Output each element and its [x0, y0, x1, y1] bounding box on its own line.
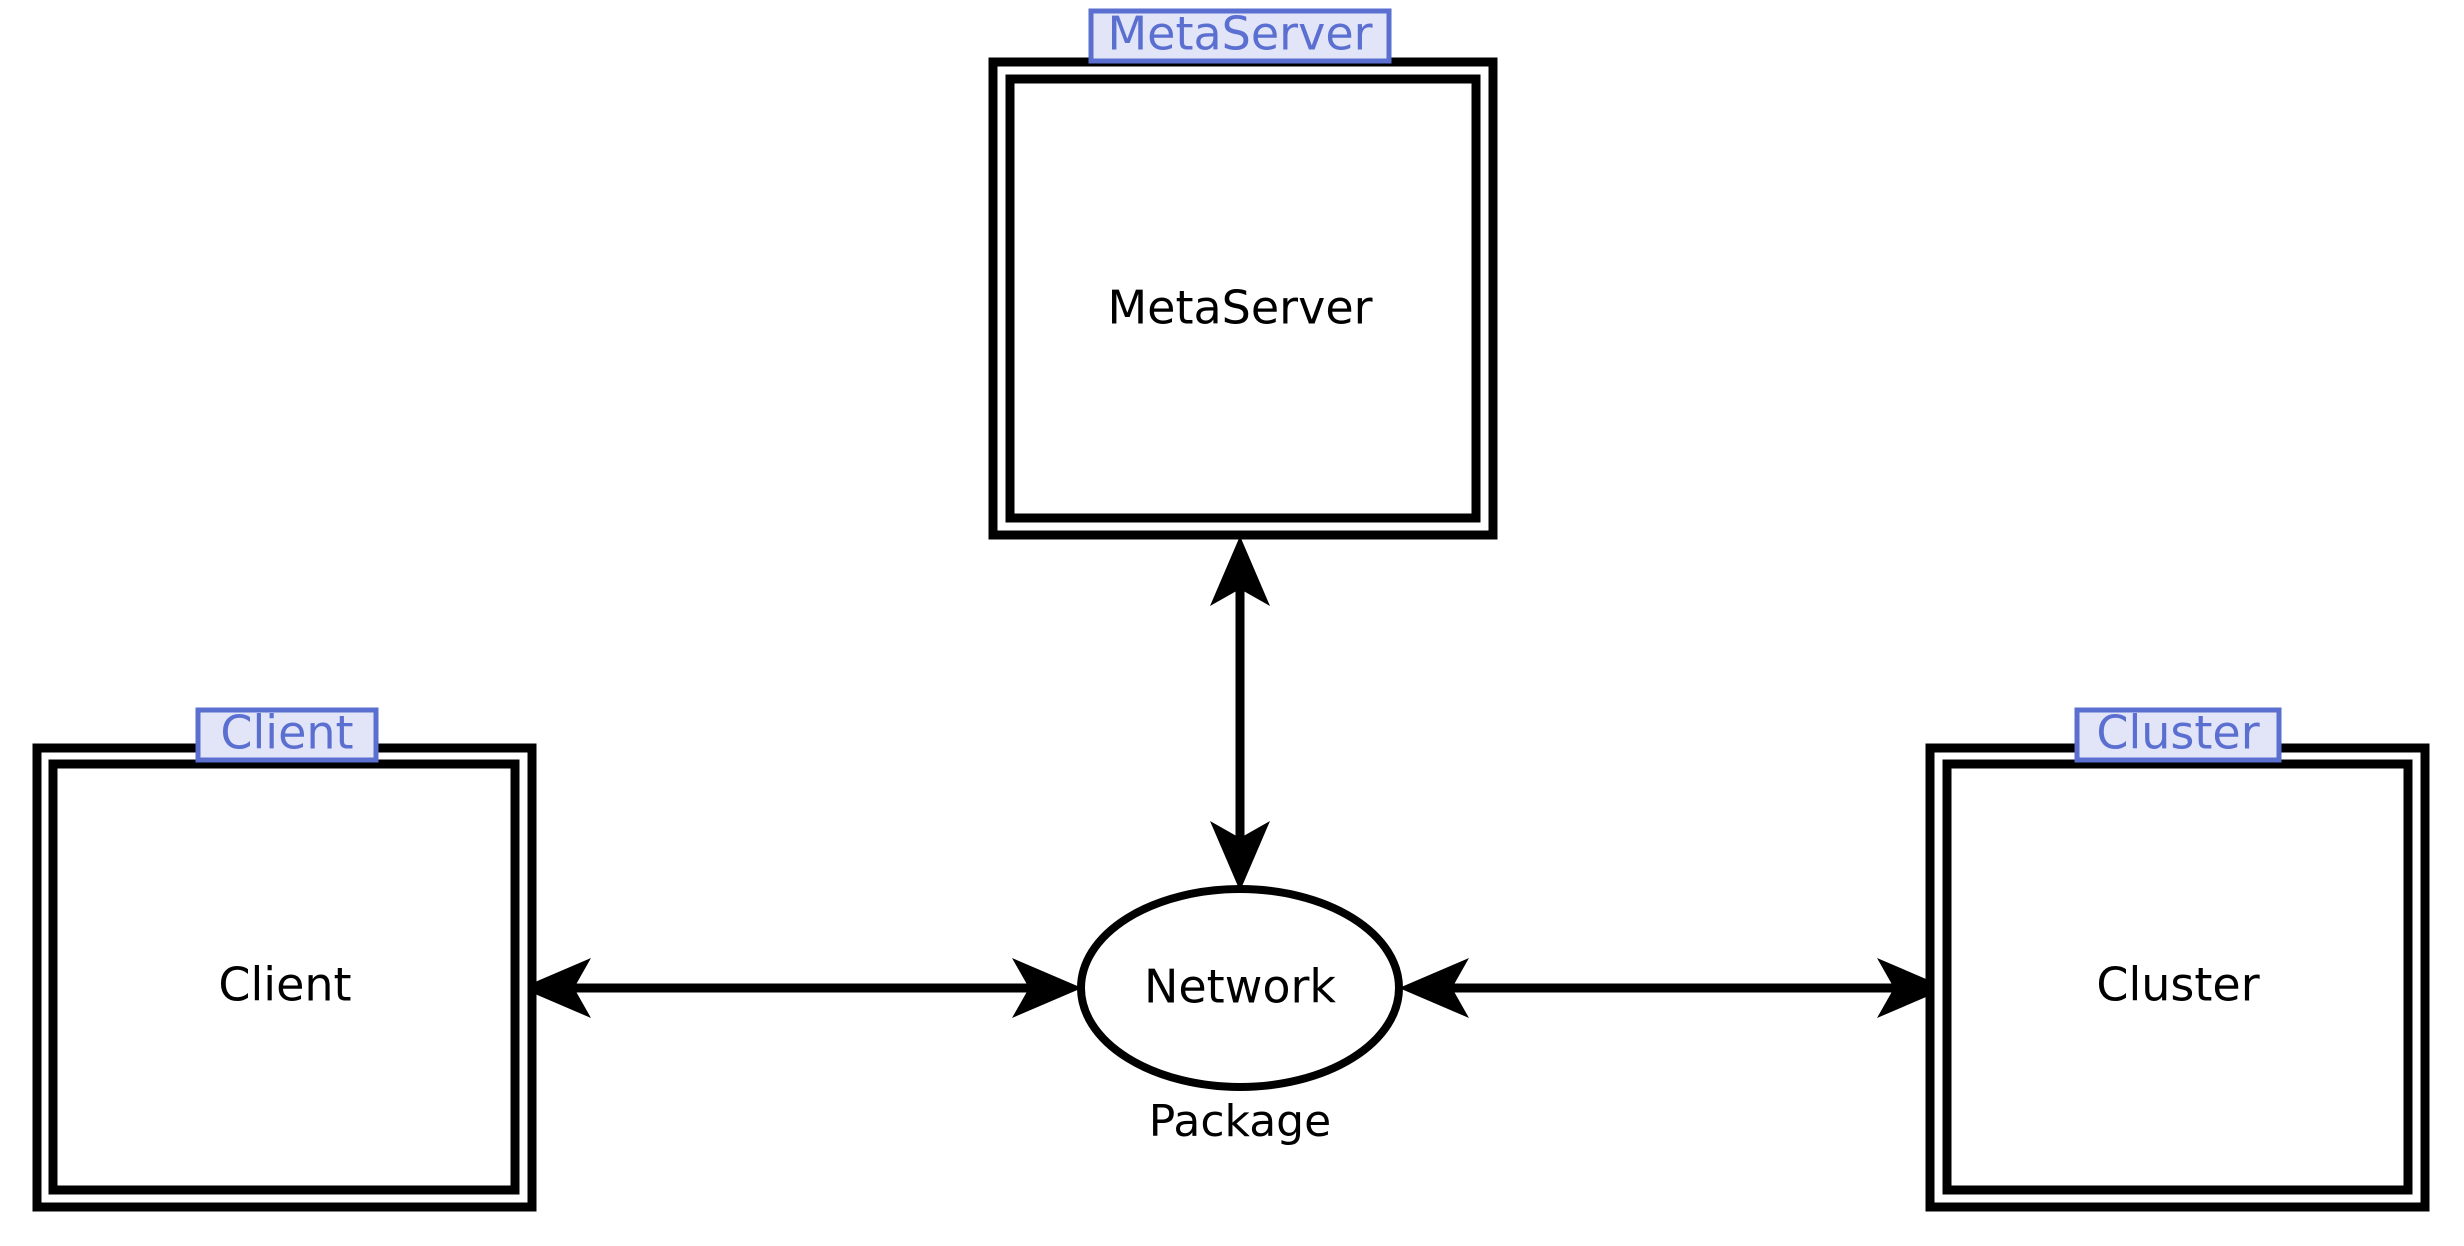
cluster-client-node-label: Client: [218, 958, 351, 1012]
cluster-cluster-tag-box[interactable]: [2074, 707, 2282, 763]
edge-client-network-arrowhead-right: [1012, 958, 1082, 1018]
edge-client-network-arrowhead-left: [521, 958, 591, 1018]
cluster-cluster[interactable]: Cluster Cluster: [1925, 706, 2430, 1212]
cluster-cluster-inner-frame: [1942, 759, 2413, 1195]
cluster-client-tag-label: Client: [220, 706, 353, 760]
node-network-label: Network: [1144, 960, 1336, 1014]
cluster-metaserver-tag-box[interactable]: [1088, 8, 1392, 64]
cluster-client-inner-frame: [48, 759, 520, 1195]
edge-metaserver-network: [1210, 536, 1270, 891]
cluster-metaserver-node-label: MetaServer: [1107, 281, 1372, 335]
cluster-metaserver-inner-frame: [1005, 74, 1481, 523]
edge-metaserver-network-arrowhead-up: [1210, 536, 1270, 606]
cluster-metaserver[interactable]: MetaServer MetaServer: [988, 7, 1498, 540]
cluster-cluster-tag-label: Cluster: [2096, 706, 2259, 760]
edge-metaserver-network-arrowhead-down: [1210, 821, 1270, 891]
node-network-ellipse[interactable]: [1077, 885, 1403, 1091]
edge-network-cluster-arrowhead-left: [1399, 958, 1469, 1018]
node-network[interactable]: Network Package: [1077, 885, 1403, 1147]
edge-network-cluster: [1399, 958, 1947, 1018]
edge-client-network: [521, 958, 1082, 1018]
cluster-metaserver-tag-label: MetaServer: [1107, 7, 1372, 61]
cluster-client-tag-box[interactable]: [195, 707, 379, 763]
cluster-cluster-node-label: Cluster: [2096, 958, 2259, 1012]
cluster-client[interactable]: Client Client: [32, 706, 537, 1212]
node-network-caption: Package: [1149, 1096, 1331, 1147]
edge-network-cluster-arrowhead-right: [1877, 958, 1947, 1018]
